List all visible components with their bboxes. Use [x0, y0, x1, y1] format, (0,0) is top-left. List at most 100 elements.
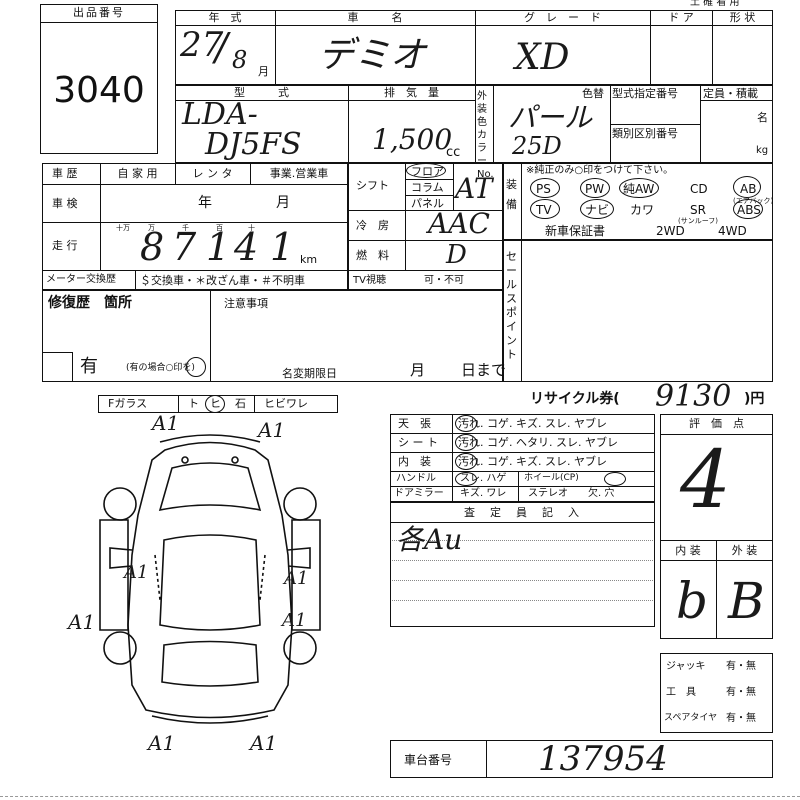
- interior-row-seat-options: 汚れ. コゲ. ヘタリ. スレ. ヤブレ: [458, 436, 618, 449]
- recycle-label: リサイクル券(: [530, 391, 620, 407]
- glass-option-stone[interactable]: 石: [235, 397, 246, 410]
- equip-sunroof[interactable]: SR: [690, 203, 706, 217]
- color-label: 色替: [582, 87, 604, 100]
- tool-spare-label: スペアタイヤ: [664, 713, 718, 723]
- capacity-label: 定員・積載: [703, 87, 758, 100]
- equipment-note: ※純正のみ○印をつけて下さい。: [526, 165, 674, 176]
- tool-tools-value: 有・無: [726, 687, 756, 698]
- tools-block: [660, 653, 773, 733]
- rear-bumper: [151, 715, 269, 724]
- displacement-label: 排 気 量: [384, 86, 439, 99]
- interior-row-ceiling-options: 汚れ. コゲ. キズ. スレ. ヤブレ: [458, 417, 607, 430]
- grade-value: XD: [515, 37, 570, 78]
- ac-value: AAC: [428, 207, 490, 240]
- repair-month-unit: 月: [410, 361, 426, 379]
- ac-label: 冷 房: [356, 219, 389, 232]
- door-label: ド ア: [668, 11, 694, 24]
- repair-note: (有の場合○印を): [126, 363, 195, 373]
- hood-outline: [158, 462, 262, 512]
- mileage-digit-4: 4: [234, 225, 259, 269]
- right-mirror: [287, 547, 311, 569]
- interior-row-handle-extra: ホイール(CP): [524, 473, 579, 483]
- history-option-rental[interactable]: レ ン タ: [192, 167, 233, 180]
- chassis-value: 137954: [538, 739, 668, 779]
- history-label: 車 歴: [52, 167, 78, 180]
- equip-2wd[interactable]: 2WD: [656, 224, 685, 238]
- glass-option-crack[interactable]: ヒビワレ: [264, 397, 308, 410]
- shift-option-panel[interactable]: パネル: [411, 197, 444, 210]
- recall-label: 名変期限日: [282, 367, 337, 380]
- history-option-commercial[interactable]: 事業.営業車: [269, 167, 329, 180]
- interior-row-seat-label: シ ー ト: [398, 436, 438, 449]
- score-interior: b: [676, 572, 709, 630]
- front-bumper: [159, 434, 261, 443]
- equip-warranty[interactable]: 新車保証書: [545, 224, 606, 238]
- capacity-unit-kg: kg: [756, 145, 769, 156]
- car-damage-diagram: [99, 434, 321, 724]
- equip-cd[interactable]: CD: [690, 182, 708, 196]
- mileage-digit-2: 7: [172, 225, 197, 269]
- damage-mark-1: A1: [152, 411, 180, 435]
- type-value-line1: LDA-: [182, 97, 258, 132]
- color-side-label: 外装色カラーNo.: [477, 91, 494, 180]
- month-unit: 月: [258, 65, 269, 78]
- mileage-digit-1: 8: [140, 225, 165, 269]
- repair-label: 修復歴 箇所: [48, 295, 132, 311]
- color-code-value: 25D: [512, 132, 562, 160]
- lot-label: 出品番号: [73, 6, 125, 19]
- damage-mark-3: A1: [124, 562, 149, 583]
- top-right-label: 土 確 看 用: [690, 0, 740, 8]
- interior-row-mirror-extra: ステレオ 欠. 穴: [528, 488, 615, 499]
- score-label: 評 価 点: [689, 417, 744, 430]
- interior-row-trim-label: 内 装: [398, 455, 431, 468]
- inspector-block: [390, 502, 655, 627]
- type-cert-label: 型式指定番号: [612, 87, 678, 100]
- sunroof-sub: (サンルーフ): [678, 217, 719, 225]
- score-overall: 4: [680, 433, 731, 526]
- shift-option-column[interactable]: コラム: [411, 181, 444, 194]
- damage-mark-6: A1: [282, 610, 307, 631]
- recycle-unit: )円: [744, 391, 765, 407]
- digit-unit-10: 十: [248, 224, 255, 232]
- lot-box: [40, 4, 158, 154]
- damage-mark-2: A1: [258, 418, 286, 442]
- equip-leather[interactable]: カワ: [630, 203, 655, 217]
- history-option-private[interactable]: 自 家 用: [117, 167, 158, 180]
- meter-change-label: メーター交換歴: [46, 274, 116, 285]
- glass-label: Fガラス: [108, 397, 148, 410]
- tv-label: TV視聴: [353, 275, 386, 286]
- class-label: 類別区別番号: [612, 127, 678, 140]
- meter-change-options: ＄交換車・＊改ざん車・＃不明車: [140, 274, 305, 287]
- displacement-unit: cc: [446, 145, 461, 160]
- left-mirror: [109, 547, 133, 569]
- glass-option-to[interactable]: ト: [188, 397, 199, 410]
- damage-mark-5: A1: [68, 610, 96, 634]
- type-row: [175, 85, 773, 163]
- tool-tools-label: 工 具: [666, 687, 696, 698]
- sales-point-block: [503, 240, 773, 382]
- type-label: 型 式: [234, 86, 289, 99]
- tv-options: 可・不可: [424, 275, 464, 286]
- model-value: デミオ: [318, 35, 427, 76]
- capacity-unit-person: 名: [757, 111, 768, 124]
- damage-mark-8: A1: [250, 731, 278, 755]
- repair-value: 有: [80, 356, 98, 377]
- equipment-side-label: 装備: [506, 178, 517, 211]
- grade-label: グ レ ー ド: [524, 11, 601, 24]
- shift-label: シフト: [356, 179, 389, 192]
- repair-day-unit: 日まで: [461, 361, 507, 379]
- digit-unit-100: 百: [216, 224, 223, 232]
- interior-row-handle-label: ハンドル: [396, 473, 436, 484]
- mileage-unit: km: [300, 253, 318, 266]
- repair-block: [42, 290, 503, 382]
- interior-row-mirror-label: ドアミラー: [394, 488, 444, 499]
- fuel-label: 燃 料: [356, 249, 389, 262]
- interior-row-mirror-options: キズ. ワレ: [460, 488, 507, 499]
- score-exterior: B: [728, 572, 765, 630]
- interior-table: [390, 414, 655, 502]
- month-value: 8: [232, 46, 248, 74]
- caution-label: 注意事項: [224, 297, 268, 310]
- lot-number: 3040: [53, 70, 145, 111]
- equip-4wd[interactable]: 4WD: [718, 224, 747, 238]
- shift-value: AT: [455, 172, 493, 205]
